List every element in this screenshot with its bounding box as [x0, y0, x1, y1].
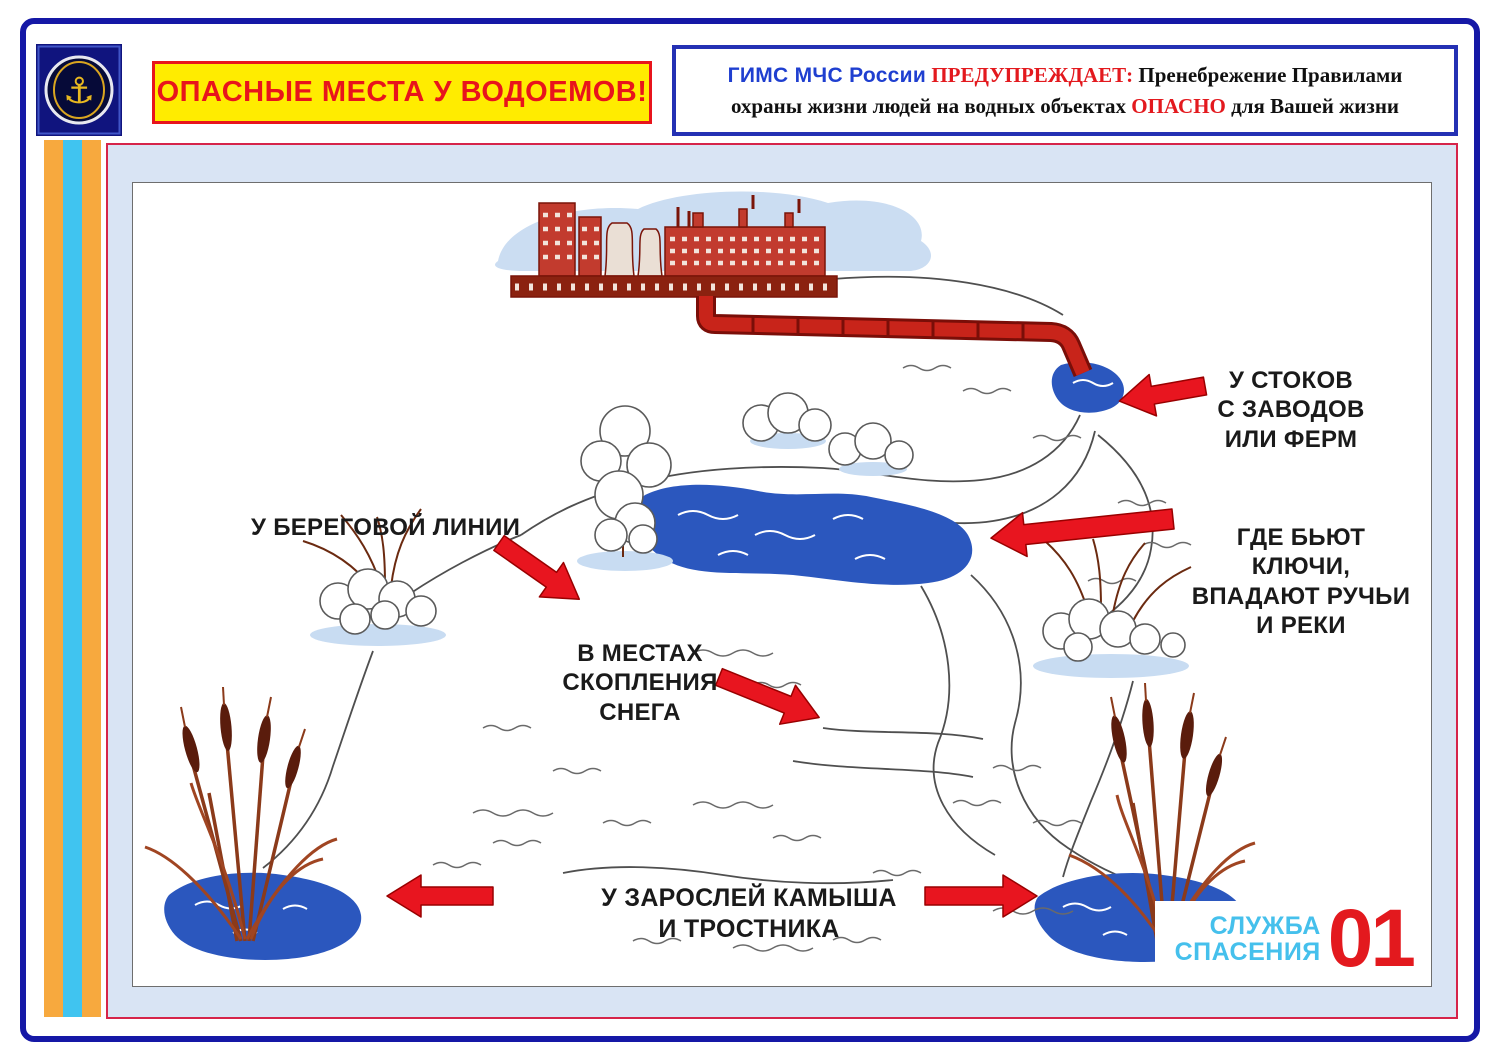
label-shoreline: У БЕРЕГОВОЙ ЛИНИИ	[251, 514, 521, 541]
outflow-water	[1051, 362, 1124, 413]
warning-line-2: охраны жизни людей на водных объектах ОП…	[686, 91, 1444, 122]
warning-danger: ОПАСНО	[1131, 93, 1226, 118]
rescue-service-name: СЛУЖБА СПАСЕНИЯ	[1174, 911, 1321, 966]
warning-text-3: для Вашей жизни	[1231, 93, 1400, 118]
stripe-cyan	[63, 140, 82, 1017]
arrow-springs	[990, 508, 1175, 558]
danger-arrows	[386, 373, 1208, 918]
stripe-orange-left	[44, 140, 63, 1017]
factory-windows	[543, 212, 822, 266]
poster-title: ОПАСНЫЕ МЕСТА У ВОДОЕМОВ!	[156, 76, 648, 108]
emblem-graphic: ⚓	[36, 44, 122, 136]
factory	[510, 195, 838, 298]
label-outflows: У СТОКОВ С ЗАВОДОВ ИЛИ ФЕРМ	[1217, 367, 1365, 453]
snow-balls	[319, 392, 1186, 662]
stripe-orange-right	[82, 140, 101, 1017]
anchor-icon: ⚓	[63, 71, 95, 112]
diagram-illustration: У СТОКОВ С ЗАВОДОВ ИЛИ ФЕРМ У БЕРЕГОВОЙ …	[132, 182, 1432, 987]
rescue-service-badge: СЛУЖБА СПАСЕНИЯ 01	[1155, 893, 1416, 985]
mchs-emblem: ⚓	[36, 44, 122, 136]
reeds-left	[144, 686, 338, 942]
arrow-reeds-left	[386, 874, 494, 918]
title-banner: ОПАСНЫЕ МЕСТА У ВОДОЕМОВ!	[152, 61, 652, 124]
warning-text-1: Пренебрежение Правилами	[1138, 62, 1403, 87]
warning-box: ГИМС МЧС России ПРЕДУПРЕЖДАЕТ: Пренебреж…	[672, 45, 1458, 136]
warning-text-2: охраны жизни людей на водных объектах	[730, 93, 1127, 118]
factory-chimneys	[676, 195, 801, 227]
label-springs: ГДЕ БЬЮТ КЛЮЧИ, ВПАДАЮТ РУЧЬИ И РЕКИ	[1191, 524, 1411, 639]
waste-pipe	[696, 296, 1093, 377]
warning-line-1: ГИМС МЧС России ПРЕДУПРЕЖДАЕТ: Пренебреж…	[686, 60, 1444, 91]
diagram-panel: У СТОКОВ С ЗАВОДОВ ИЛИ ФЕРМ У БЕРЕГОВОЙ …	[106, 143, 1458, 1019]
mchs-flag-stripes	[44, 140, 101, 1017]
diagram-scene	[144, 191, 1256, 962]
warning-org: ГИМС МЧС России	[727, 63, 927, 87]
arrow-reeds-right	[924, 874, 1038, 918]
arrow-shoreline	[493, 534, 581, 600]
label-snow: В МЕСТАХ СКОПЛЕНИЯ СНЕГА	[562, 640, 718, 726]
warning-verb: ПРЕДУПРЕЖДАЕТ:	[931, 62, 1134, 87]
snow-bushes	[302, 392, 1192, 678]
arrow-snow	[714, 667, 820, 725]
label-reeds: У ЗАРОСЛЕЙ КАМЫША И ТРОСТНИКА	[601, 884, 897, 943]
arrow-outflows	[1118, 373, 1208, 417]
rescue-number: 01	[1327, 893, 1416, 985]
outer-frame	[20, 18, 1480, 1042]
